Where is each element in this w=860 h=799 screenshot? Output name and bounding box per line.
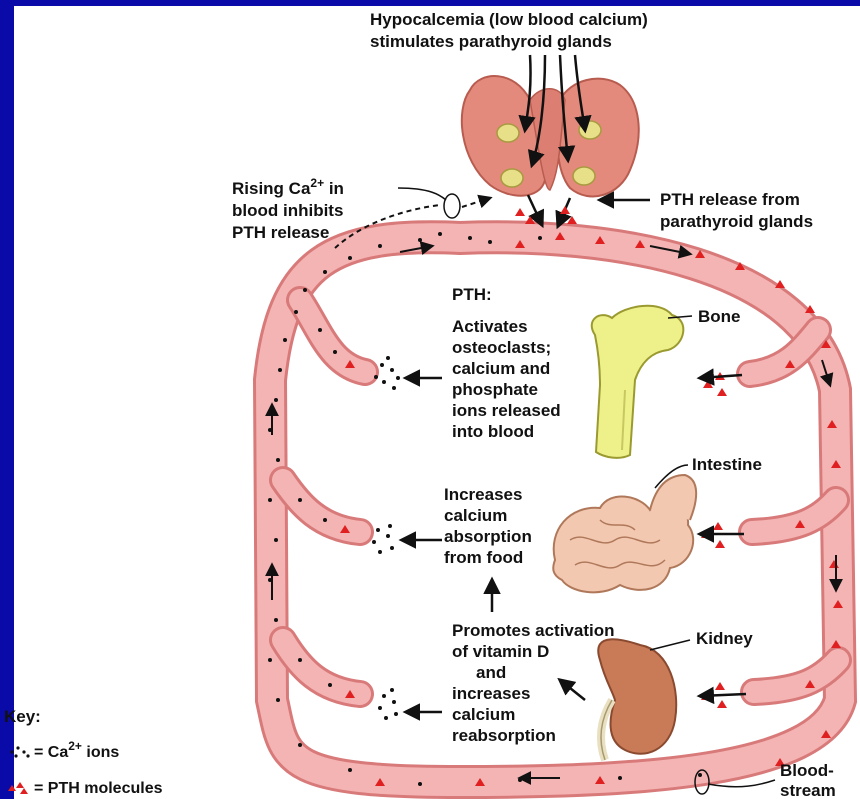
release-arrows bbox=[528, 195, 650, 226]
blood-inhibits-label: blood inhibits bbox=[232, 201, 343, 220]
svg-text:reabsorption: reabsorption bbox=[452, 726, 556, 745]
svg-text:and: and bbox=[476, 663, 506, 682]
kidney-effect-text: Promotes activation of vitamin D and inc… bbox=[452, 621, 615, 745]
bloodstream-label-1: Blood- bbox=[780, 761, 834, 780]
key-ca-label: = Ca2+ ions bbox=[34, 739, 119, 761]
bone-label: Bone bbox=[698, 307, 741, 326]
svg-text:into blood: into blood bbox=[452, 422, 534, 441]
svg-text:Increases: Increases bbox=[444, 485, 522, 504]
pth-at-tissues bbox=[701, 372, 727, 708]
key-title: Key: bbox=[4, 707, 41, 726]
parathyroid-glands-image bbox=[462, 76, 639, 196]
intestine-effect-text: Increases calcium absorption from food bbox=[444, 485, 532, 567]
kidney-image bbox=[598, 639, 676, 760]
svg-text:calcium: calcium bbox=[444, 506, 507, 525]
pth-heading: PTH: bbox=[452, 285, 492, 304]
intestine-label: Intestine bbox=[692, 455, 762, 474]
legend-key: Key: = Ca2+ ions = PTH molecules bbox=[4, 707, 163, 797]
bone-effect-text: Activates osteoclasts; calcium and phosp… bbox=[452, 317, 561, 441]
svg-text:calcium: calcium bbox=[452, 705, 515, 724]
svg-text:increases: increases bbox=[452, 684, 530, 703]
hypocalcemia-label: Hypocalcemia (low blood calcium) bbox=[370, 10, 648, 29]
bloodstream-label-2: stream bbox=[780, 781, 836, 799]
ca-ion-symbol bbox=[10, 746, 29, 757]
pth-release-inhibit-label: PTH release bbox=[232, 223, 329, 242]
svg-text:ions released: ions released bbox=[452, 401, 561, 420]
svg-text:phosphate: phosphate bbox=[452, 380, 538, 399]
bloodstream-loop bbox=[270, 237, 840, 782]
rising-ca-label: Rising Ca2+ in bbox=[232, 176, 344, 198]
pth-symbol bbox=[8, 782, 28, 794]
key-pth-label: = PTH molecules bbox=[34, 780, 163, 797]
svg-text:absorption: absorption bbox=[444, 527, 532, 546]
svg-text:osteoclasts;: osteoclasts; bbox=[452, 338, 551, 357]
svg-text:Promotes activation: Promotes activation bbox=[452, 621, 615, 640]
svg-text:of vitamin D: of vitamin D bbox=[452, 642, 549, 661]
kidney-label: Kidney bbox=[696, 629, 753, 648]
stimulates-label: stimulates parathyroid glands bbox=[370, 32, 612, 51]
bone-image bbox=[592, 306, 684, 458]
svg-text:calcium and: calcium and bbox=[452, 359, 550, 378]
svg-text:from food: from food bbox=[444, 548, 523, 567]
parathyroid-glands-label: parathyroid glands bbox=[660, 212, 813, 231]
pth-release-label: PTH release from bbox=[660, 190, 800, 209]
intestine-image bbox=[553, 475, 696, 592]
svg-text:Activates: Activates bbox=[452, 317, 528, 336]
released-ca-ions bbox=[372, 356, 400, 720]
